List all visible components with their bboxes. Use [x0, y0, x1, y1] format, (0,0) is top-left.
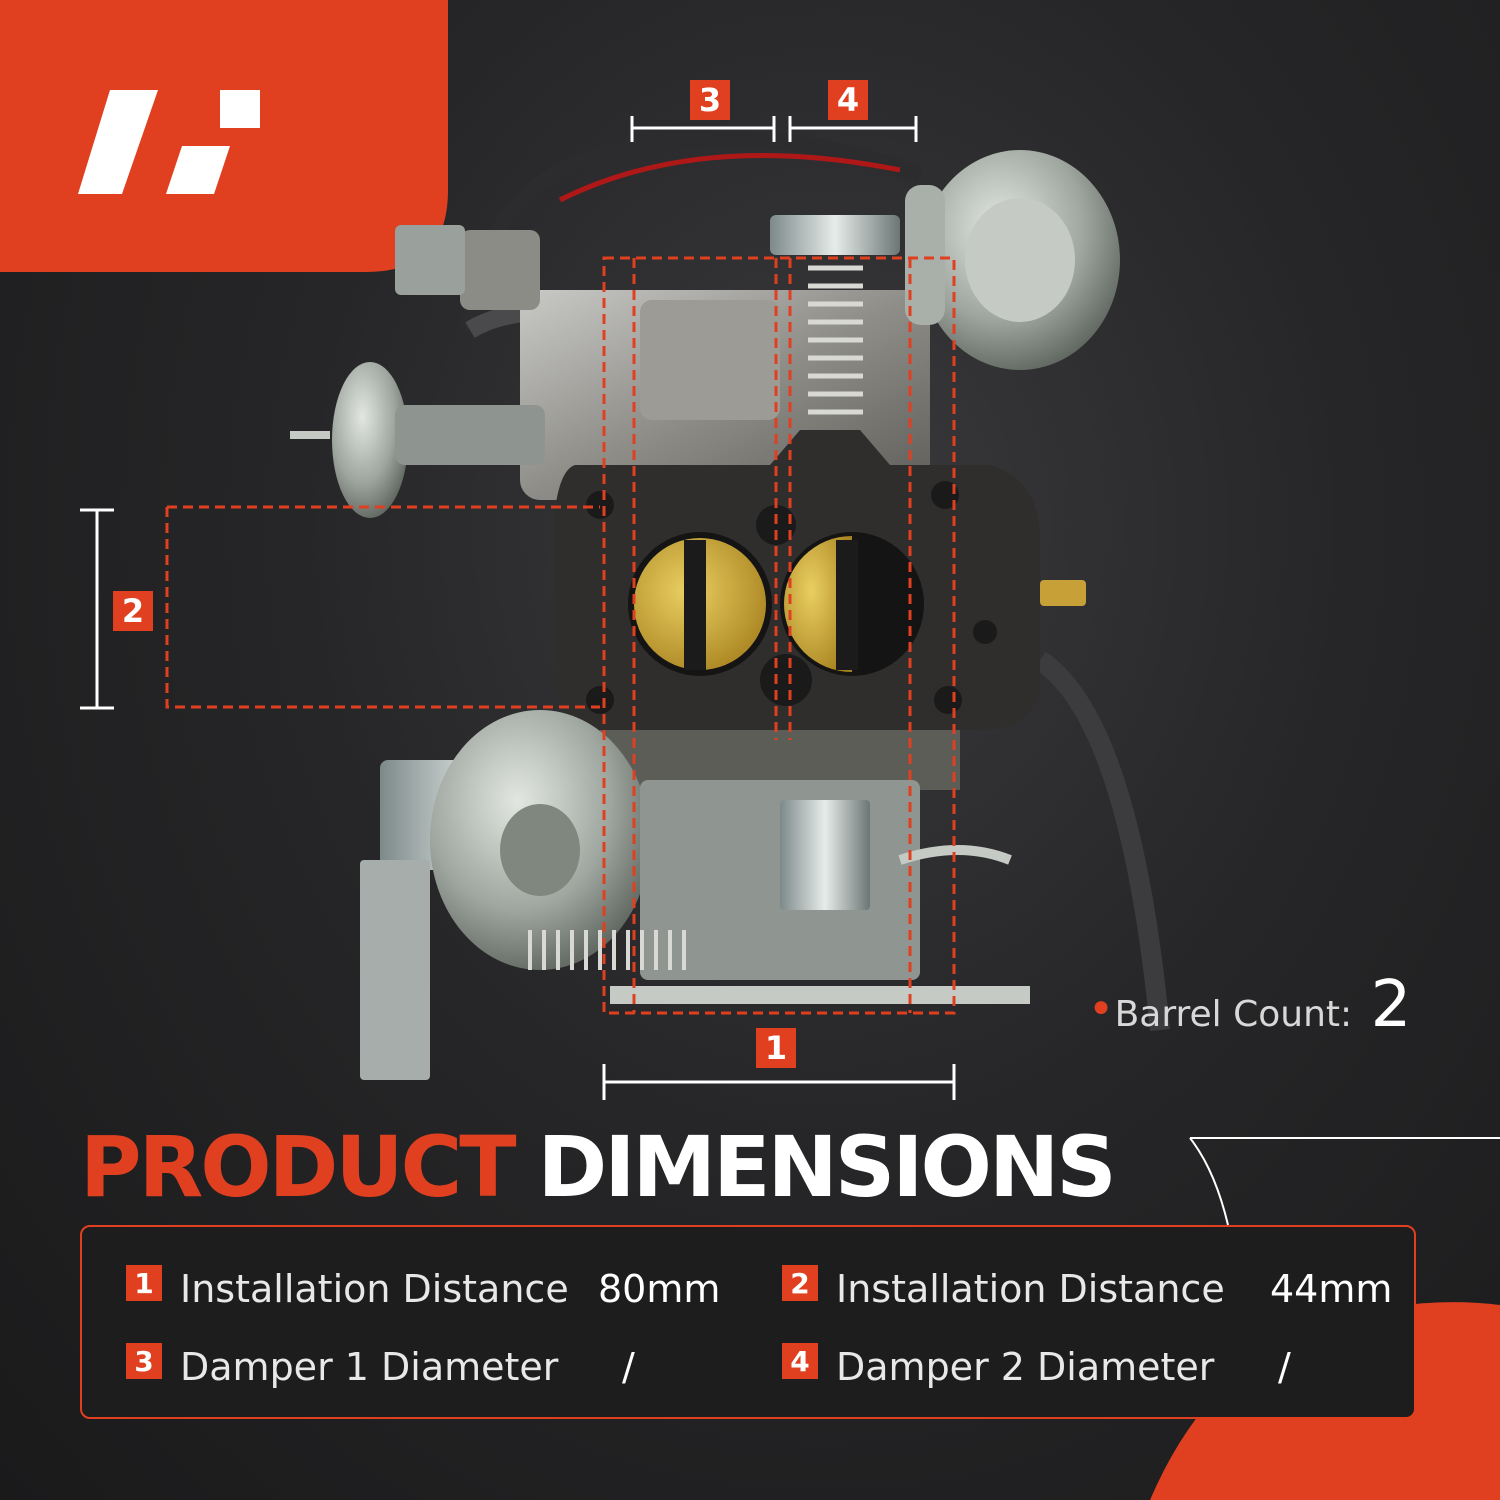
spec-value: 44mm — [1270, 1267, 1393, 1311]
spec-number: 2 — [782, 1265, 818, 1301]
spec-label: Installation Distance — [836, 1267, 1225, 1311]
spec-number: 1 — [126, 1265, 162, 1301]
spec-label: Installation Distance — [180, 1267, 569, 1311]
title-part-product: PRODUCT — [80, 1118, 517, 1216]
dimension-marker-4: 4 — [828, 80, 868, 120]
brand-logo-icon — [78, 90, 302, 194]
spec-label: Damper 2 Diameter — [836, 1345, 1215, 1389]
spec-number: 3 — [126, 1343, 162, 1379]
dimension-marker-1: 1 — [756, 1028, 796, 1068]
spec-value: / — [1278, 1345, 1291, 1389]
dimension-marker-2: 2 — [113, 591, 153, 631]
barrel-count: ● Barrel Count: 2 — [1092, 968, 1411, 1042]
barrel-count-value: 2 — [1370, 968, 1412, 1042]
spec-value: 80mm — [598, 1267, 721, 1311]
spec-table: 1 Installation Distance 80mm 2 Installat… — [80, 1225, 1416, 1419]
spec-number: 4 — [782, 1343, 818, 1379]
dimension-marker-3: 3 — [690, 80, 730, 120]
bullet-icon: ● — [1092, 990, 1111, 1023]
barrel-count-label: Barrel Count: — [1114, 994, 1353, 1035]
spec-label: Damper 1 Diameter — [180, 1345, 559, 1389]
title-part-dimensions: DIMENSIONS — [537, 1118, 1117, 1216]
spec-value: / — [622, 1345, 635, 1389]
